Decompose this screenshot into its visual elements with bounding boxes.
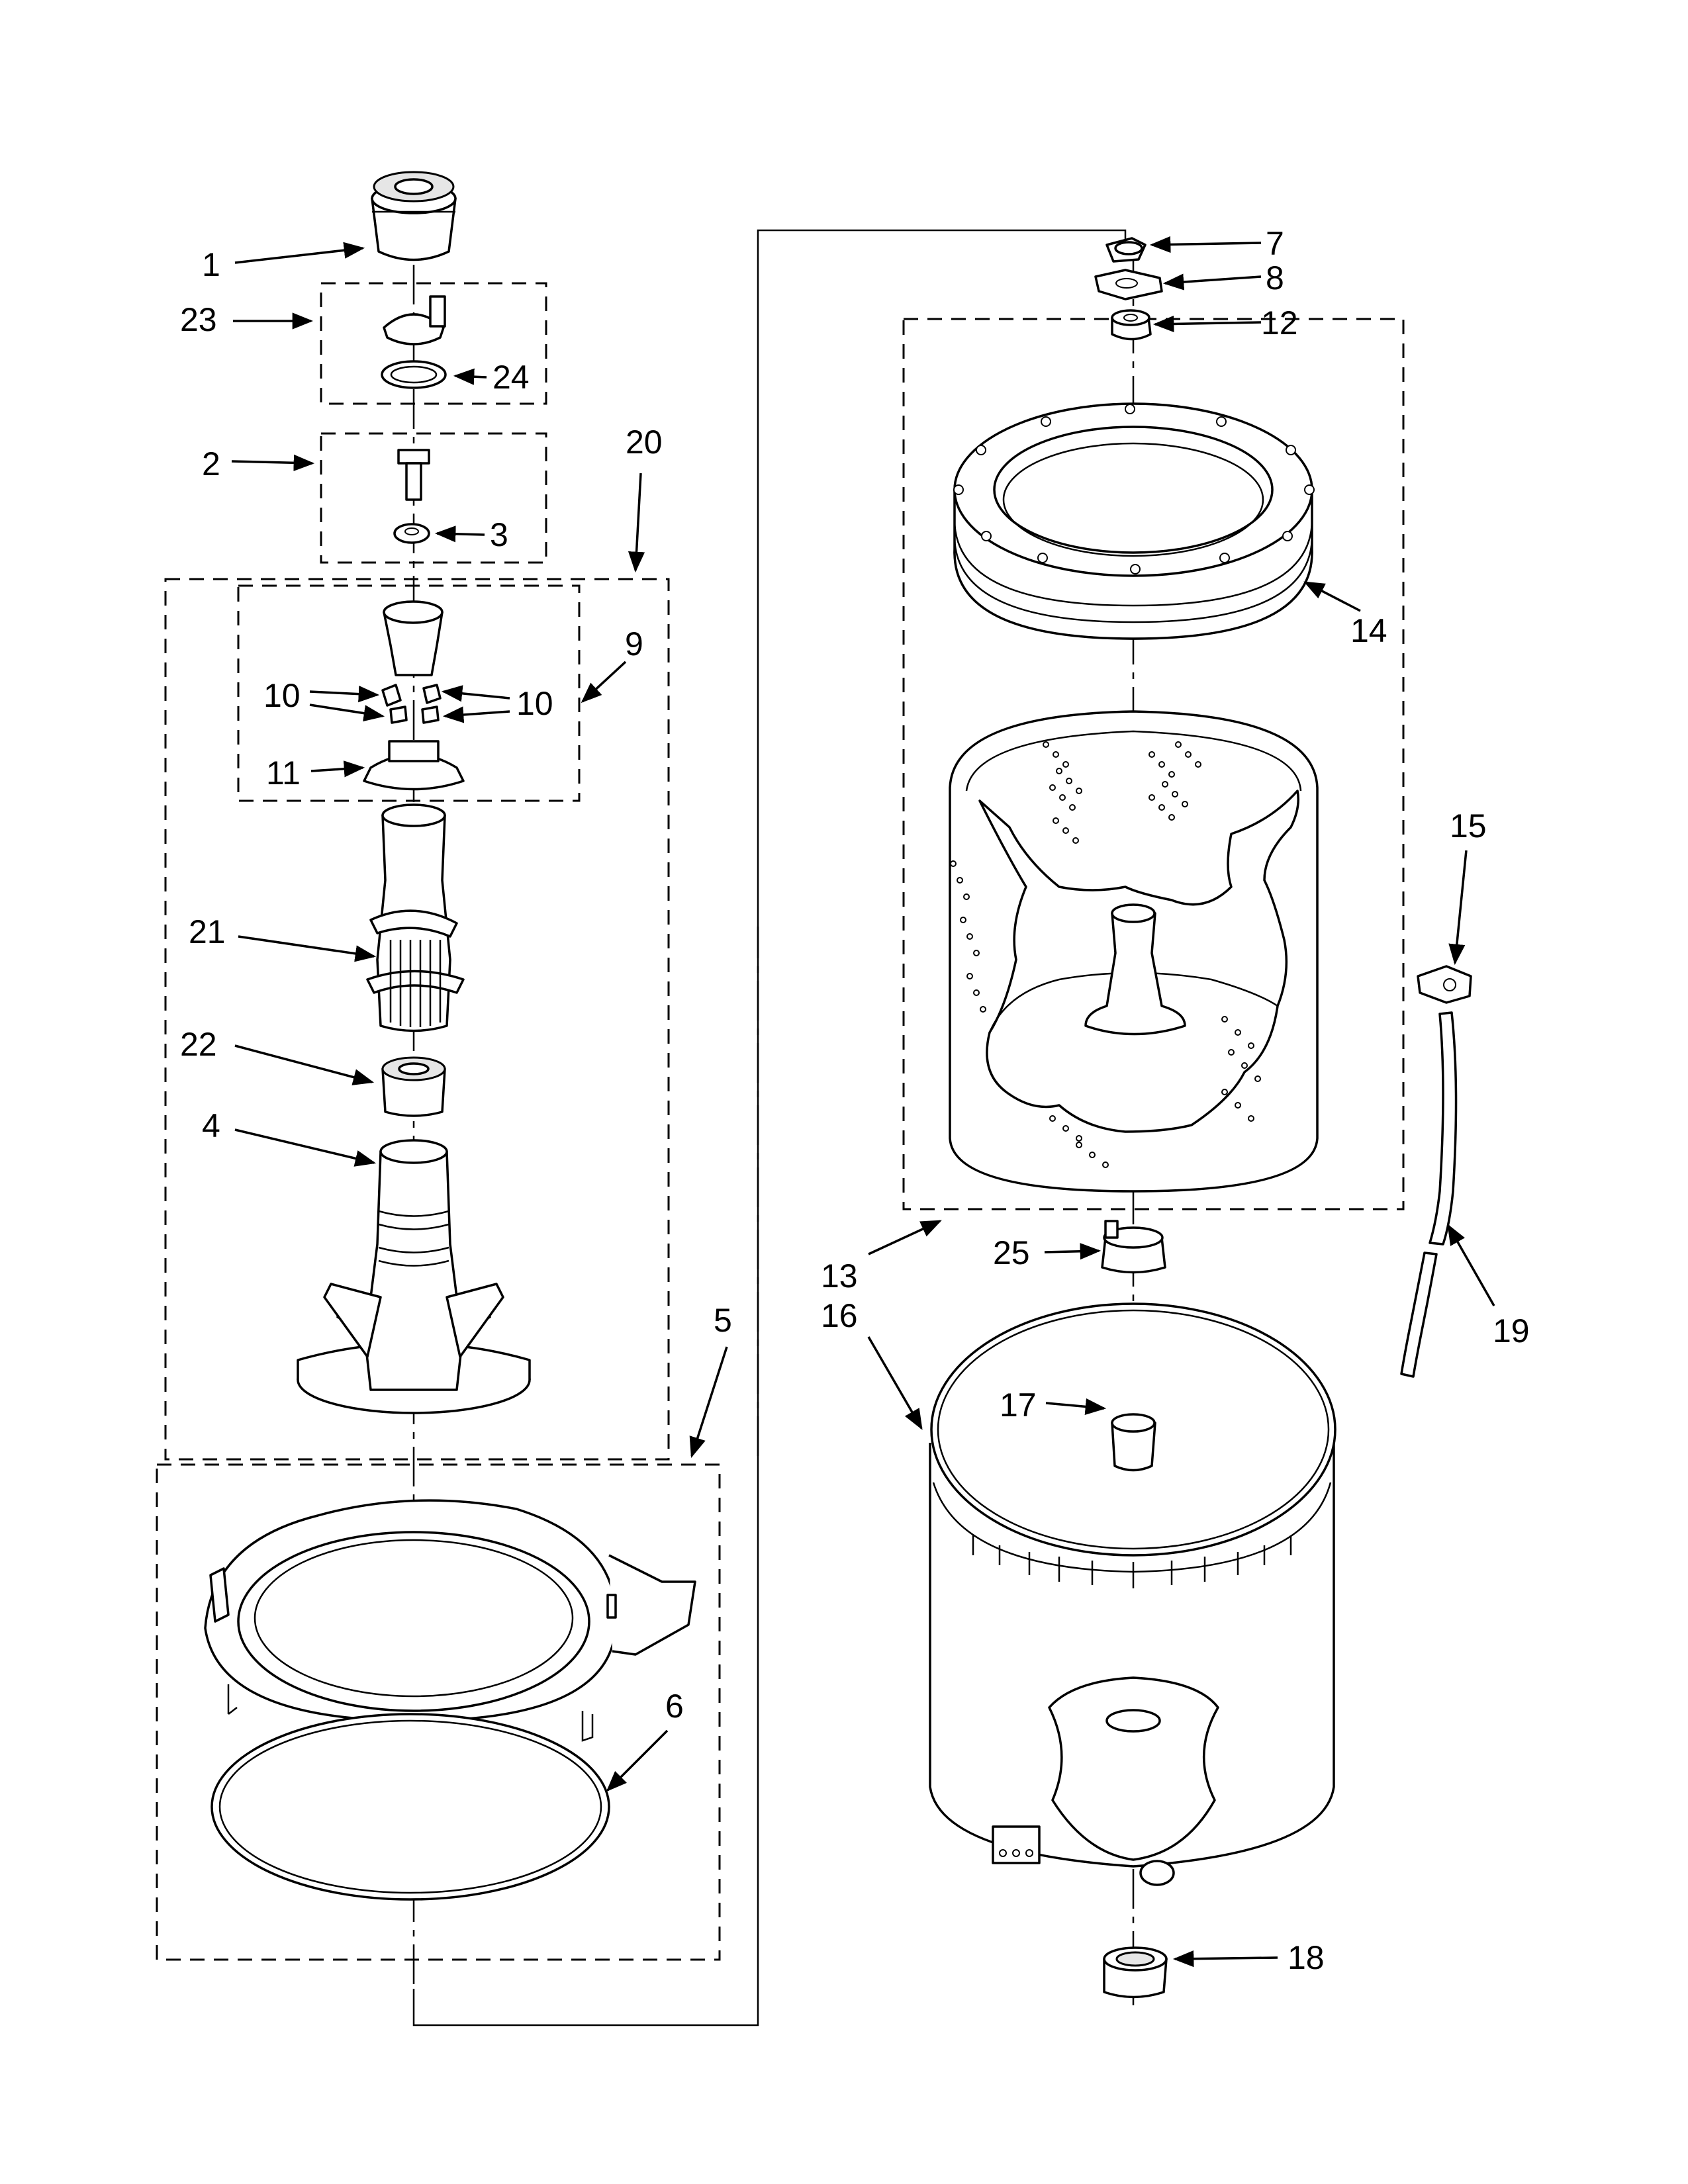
- group-box-2: [320, 432, 547, 564]
- callout-15: 15: [1450, 807, 1487, 844]
- callout-19: 19: [1493, 1312, 1530, 1349]
- part-6-tub-ring-gasket: [211, 1713, 610, 1901]
- basket-perforations: [950, 741, 1261, 1168]
- callout-12: 12: [1261, 304, 1298, 341]
- callout-25: 25: [993, 1234, 1030, 1271]
- callout-2: 2: [202, 445, 220, 482]
- callout-22: 22: [180, 1026, 217, 1063]
- part-9-dog-housing: [383, 600, 444, 676]
- callout-3: 3: [490, 516, 508, 553]
- callout-11: 11: [266, 754, 301, 792]
- group-box-9: [237, 584, 581, 802]
- callout-13: 13: [821, 1257, 858, 1295]
- part-21-auger: [366, 803, 465, 1032]
- callout-6: 6: [665, 1688, 684, 1725]
- callout-1: 1: [202, 246, 220, 283]
- part-11-cam: [363, 740, 465, 791]
- part-22-bushing: [381, 1056, 446, 1117]
- part-18-nut: [1103, 1946, 1168, 1999]
- callout-21: 21: [189, 913, 226, 950]
- part-23-cap-assembly: [383, 295, 446, 345]
- group-box-5: [156, 1463, 721, 1961]
- part-12-hub-nut: [1111, 309, 1152, 341]
- part-14-balance-ring: [953, 402, 1315, 640]
- part-13-basket: [949, 710, 1319, 1193]
- group-box-20: [164, 578, 670, 1461]
- part-15-clip: [1417, 965, 1472, 1004]
- callout-10a: 10: [263, 677, 301, 714]
- callout-7: 7: [1266, 225, 1284, 262]
- part-5-tub-ring: [204, 1499, 696, 1801]
- part-10-dogs: [381, 684, 442, 724]
- callout-5: 5: [714, 1302, 732, 1339]
- callout-9: 9: [625, 625, 643, 662]
- part-25-clamp: [1101, 1220, 1166, 1274]
- callout-4: 4: [202, 1107, 220, 1144]
- part-24-o-ring: [381, 360, 447, 389]
- callout-20: 20: [626, 424, 663, 461]
- callout-23: 23: [180, 301, 217, 338]
- part-8-locking-plate: [1094, 269, 1163, 300]
- callout-17: 17: [1000, 1387, 1037, 1424]
- callout-10b: 10: [516, 685, 553, 722]
- callout-8: 8: [1266, 259, 1284, 296]
- part-17-drive-hub: [1111, 1413, 1156, 1472]
- part-7-spanner-clip: [1105, 237, 1147, 263]
- part-1-agitator-cap: [371, 171, 457, 261]
- callout-24: 24: [492, 359, 530, 396]
- callout-16: 16: [821, 1297, 858, 1334]
- callout-14: 14: [1350, 612, 1387, 649]
- part-2-bolt: [397, 449, 430, 501]
- part-16-outer-tub: [929, 1302, 1336, 1886]
- callout-18: 18: [1288, 1939, 1325, 1976]
- part-4-agitator: [297, 1139, 531, 1414]
- callout-leaders: [231, 236, 1495, 1968]
- group-box-23: [320, 282, 547, 405]
- part-19-hose: [1400, 1011, 1458, 1378]
